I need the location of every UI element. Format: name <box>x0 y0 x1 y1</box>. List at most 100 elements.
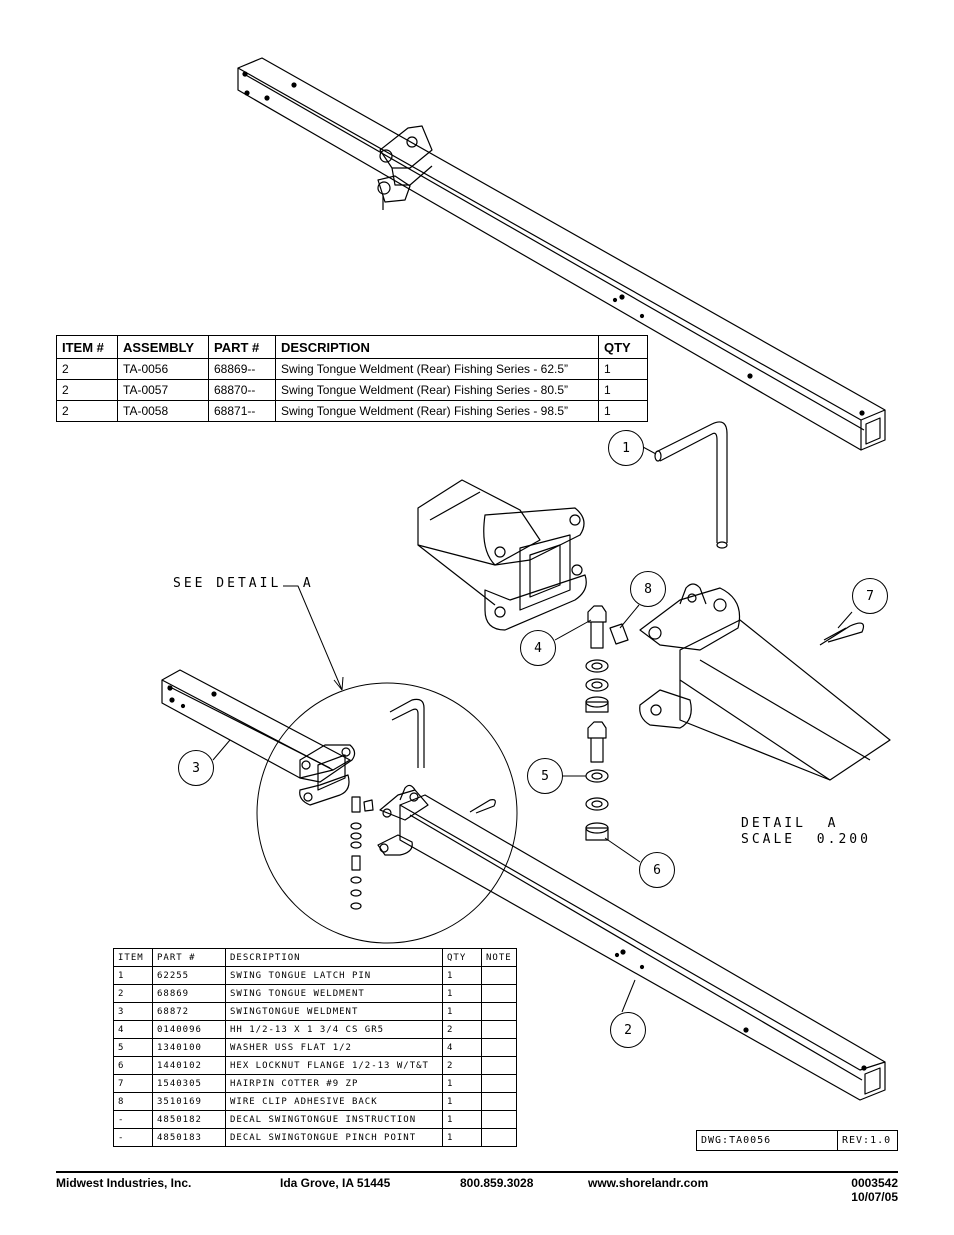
cell <box>481 1038 517 1057</box>
col-part: PART # <box>208 335 276 359</box>
fastener-stack <box>585 605 629 841</box>
cell: 2 <box>442 1056 482 1075</box>
balloon-4: 4 <box>520 630 556 666</box>
leader-lines <box>212 446 853 1013</box>
footer-website: www.shorelandr.com <box>588 1176 709 1190</box>
cell: 4 <box>442 1038 482 1057</box>
cell: SWING TONGUE LATCH PIN <box>225 966 443 985</box>
footer-phone: 800.859.3028 <box>460 1176 534 1190</box>
cell: 68869-- <box>208 358 276 380</box>
cell: 68872 <box>152 1002 226 1021</box>
cell: - <box>113 1110 153 1129</box>
cell: WIRE CLIP ADHESIVE BACK <box>225 1092 443 1111</box>
cell: TA-0056 <box>117 358 209 380</box>
footer-date: 10/07/05 <box>851 1190 898 1204</box>
cell: 3 <box>113 1002 153 1021</box>
balloon-5: 5 <box>527 758 563 794</box>
cell: - <box>113 1128 153 1147</box>
balloon-2: 2 <box>610 1012 646 1048</box>
assembly-table-header: ITEM # ASSEMBLY PART # DESCRIPTION QTY <box>56 335 648 359</box>
cell: 1 <box>442 1092 482 1111</box>
cell: 8 <box>113 1092 153 1111</box>
bottom-tongue-assembly <box>161 669 886 1101</box>
balloon-6: 6 <box>639 852 675 888</box>
cell <box>481 984 517 1003</box>
see-detail-label: SEE DETAIL A <box>173 576 314 591</box>
cell: 1440102 <box>152 1056 226 1075</box>
cell: 1 <box>442 984 482 1003</box>
cell: HEX LOCKNUT FLANGE 1/2-13 W/T&T <box>225 1056 443 1075</box>
cell: 6 <box>113 1056 153 1075</box>
cell: TA-0058 <box>117 400 209 422</box>
assembly-table: ITEM # ASSEMBLY PART # DESCRIPTION QTY 2… <box>56 335 648 422</box>
cell: 2 <box>56 400 118 422</box>
col-qty: QTY <box>598 335 648 359</box>
cell: 2 <box>56 379 118 401</box>
detail-rear-channel <box>639 583 891 781</box>
cell <box>481 1110 517 1129</box>
cell: 4850183 <box>152 1128 226 1147</box>
col-qty: QTY <box>442 948 482 967</box>
cell: 1 <box>598 400 648 422</box>
cell <box>481 966 517 985</box>
cell: 1 <box>442 1002 482 1021</box>
cell: 1 <box>442 1074 482 1093</box>
cell: Swing Tongue Weldment (Rear) Fishing Ser… <box>275 379 599 401</box>
cell: 68869 <box>152 984 226 1003</box>
cell <box>481 1002 517 1021</box>
table-row: 2 TA-0057 68870-- Swing Tongue Weldment … <box>56 379 648 401</box>
footer-location: Ida Grove, IA 51445 <box>280 1176 391 1190</box>
cell <box>481 1092 517 1111</box>
cell: 5 <box>113 1038 153 1057</box>
cell: 1 <box>442 966 482 985</box>
cell: 1340100 <box>152 1038 226 1057</box>
cell: DECAL SWINGTONGUE PINCH POINT <box>225 1128 443 1147</box>
balloon-8: 8 <box>630 571 666 607</box>
parts-table-header: ITEM PART # DESCRIPTION QTY NOTE <box>113 948 517 967</box>
cell: 62255 <box>152 966 226 985</box>
detail-scale: SCALE 0.200 <box>741 832 871 847</box>
detail-circle <box>256 682 518 944</box>
cell <box>481 1056 517 1075</box>
col-item: ITEM # <box>56 335 118 359</box>
cell: Swing Tongue Weldment (Rear) Fishing Ser… <box>275 358 599 380</box>
cell: 1 <box>442 1110 482 1129</box>
cell: 1 <box>598 358 648 380</box>
cell: 1 <box>113 966 153 985</box>
cell: 3510169 <box>152 1092 226 1111</box>
cell: 1540305 <box>152 1074 226 1093</box>
detail-front-channel <box>417 479 587 631</box>
cell: 2 <box>113 984 153 1003</box>
drawing-number: DWG:TA0056 <box>697 1131 838 1150</box>
col-part: PART # <box>152 948 226 967</box>
balloon-1: 1 <box>608 430 644 466</box>
cell: 4850182 <box>152 1110 226 1129</box>
hairpin-cotter <box>819 622 865 646</box>
table-row: 2 TA-0056 68869-- Swing Tongue Weldment … <box>56 358 648 380</box>
table-row: 2 TA-0058 68871-- Swing Tongue Weldment … <box>56 400 648 422</box>
cell: 2 <box>442 1020 482 1039</box>
col-description: DESCRIPTION <box>275 335 599 359</box>
cell: 7 <box>113 1074 153 1093</box>
cell: SWINGTONGUE WELDMENT <box>225 1002 443 1021</box>
cell: 1 <box>598 379 648 401</box>
cell: DECAL SWINGTONGUE INSTRUCTION <box>225 1110 443 1129</box>
footer-divider <box>56 1171 898 1173</box>
col-assembly: ASSEMBLY <box>117 335 209 359</box>
cell: WASHER USS FLAT 1/2 <box>225 1038 443 1057</box>
footer-doc-number: 0003542 <box>851 1176 898 1190</box>
cell: 2 <box>56 358 118 380</box>
cell: 4 <box>113 1020 153 1039</box>
